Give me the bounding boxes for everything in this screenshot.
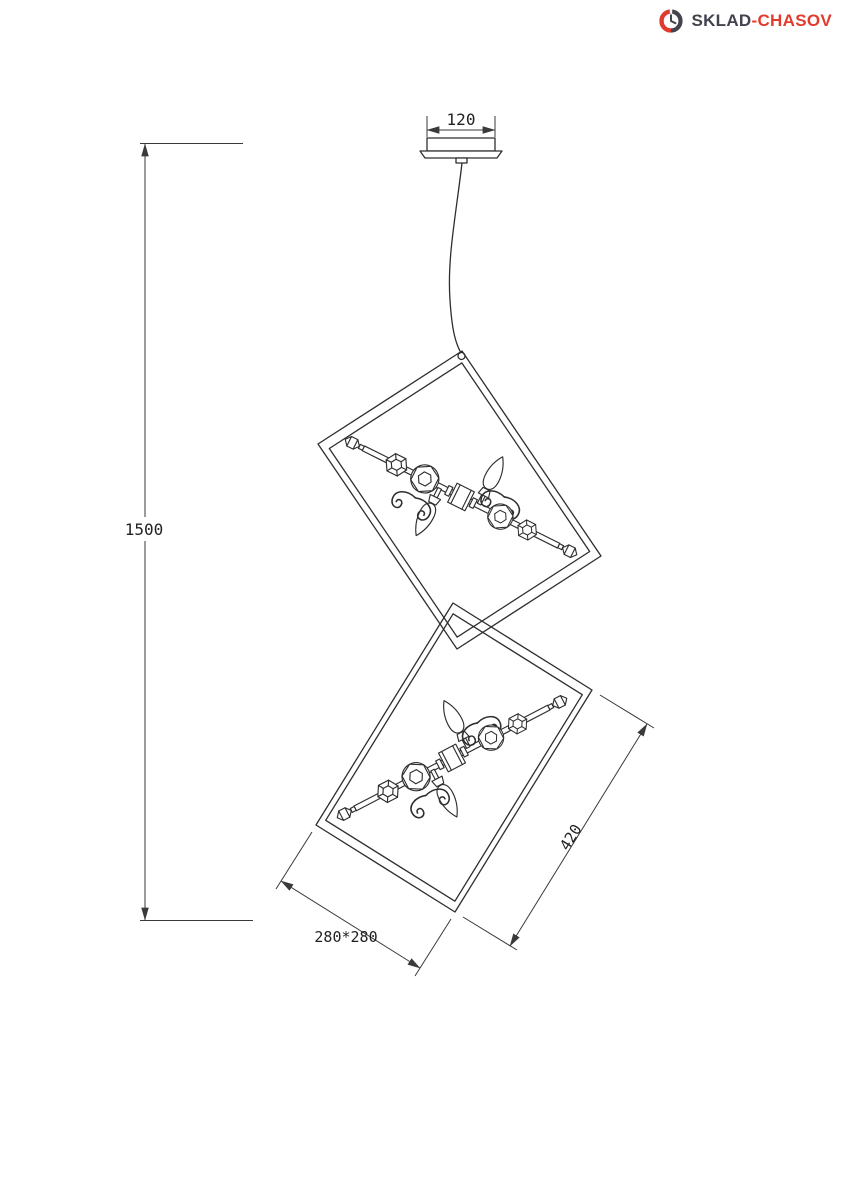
brand-name-primary: SKLAD [691, 11, 752, 30]
ceiling-canopy [419, 137, 503, 164]
dimension-label-frame-base: 280*280 [314, 928, 377, 946]
upper-frame [317, 350, 602, 650]
dimension-overall-height: 1500 [118, 143, 253, 921]
dimension-label-canopy-width: 120 [447, 110, 476, 129]
dimension-label-height: 1500 [125, 520, 164, 539]
dimension-label-frame-side: 420 [556, 821, 586, 854]
suspension-wire [448, 162, 463, 354]
brand-name-secondary: -CHASOV [751, 11, 832, 30]
brand-name: SKLAD-CHASOV [691, 11, 832, 31]
clock-logo-icon [659, 8, 684, 33]
brand-logo: SKLAD-CHASOV [657, 7, 832, 35]
dimension-frame-side: 420 [462, 694, 655, 951]
lower-frame [315, 602, 593, 913]
dimension-frame-base: 280*280 [275, 831, 452, 977]
dimension-canopy-width: 120 [426, 110, 496, 137]
